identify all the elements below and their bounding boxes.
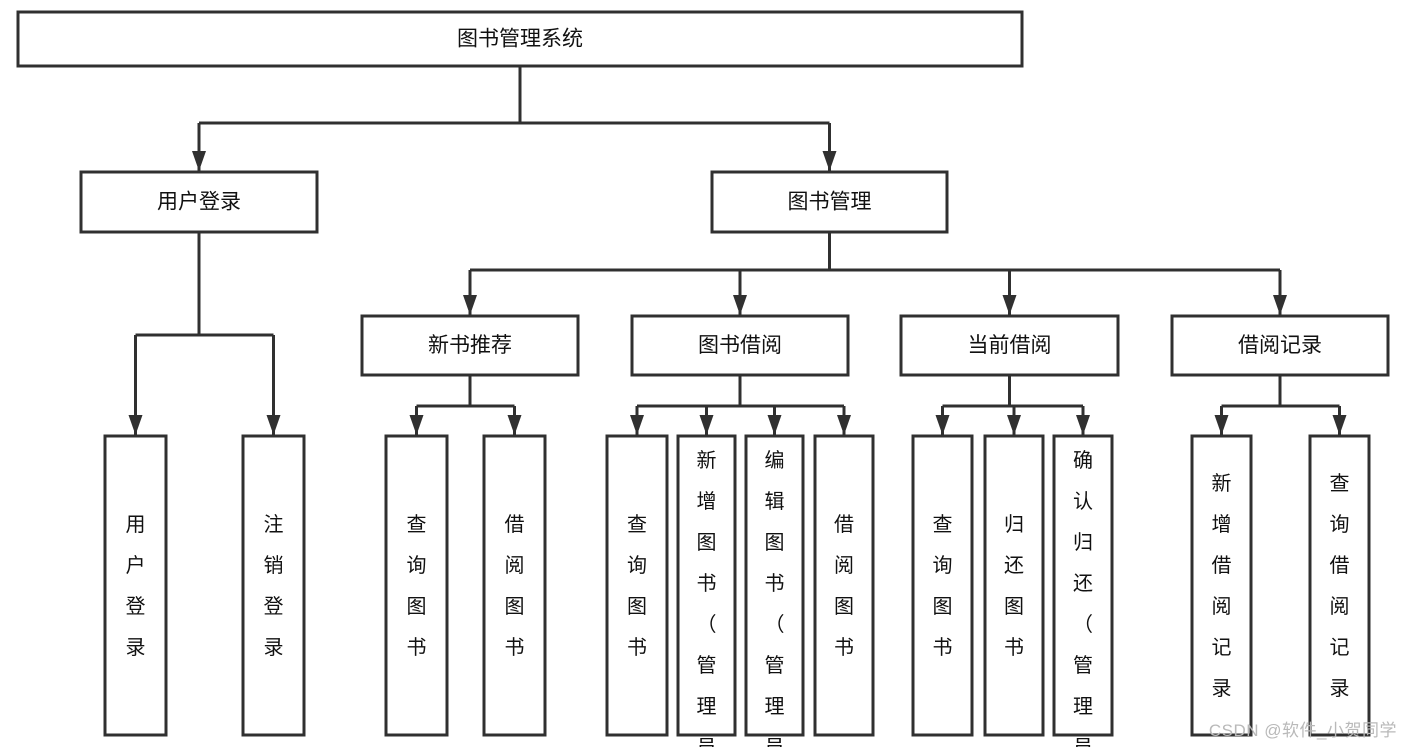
node-label: 新增借阅记录	[1212, 472, 1232, 700]
node-box[interactable]	[482, 434, 547, 737]
node-layer: 图书管理系统用户登录图书管理新书推荐图书借阅当前借阅借阅记录用户登录注销登录查询…	[16, 10, 1390, 747]
node-label: 借阅图书	[834, 513, 854, 659]
node-box[interactable]	[744, 434, 805, 737]
node-new-book-recommend[interactable]: 新书推荐	[360, 314, 580, 377]
node-box[interactable]	[911, 434, 974, 737]
node-label: 新增图书（管理员）	[697, 449, 717, 747]
node-label: 查询图书	[933, 513, 953, 659]
arrow-head	[733, 295, 747, 315]
arrow-head	[507, 415, 522, 435]
arrow-head	[463, 295, 477, 315]
node-box[interactable]	[710, 170, 949, 234]
node-borrow-record[interactable]: 借阅记录	[1170, 314, 1390, 377]
node-leaf-query-borrow-record[interactable]: 查询借阅记录	[1308, 434, 1371, 737]
arrow-head	[266, 415, 281, 435]
node-leaf-confirm-return-admin[interactable]: 确认归还（管理员）	[1052, 434, 1114, 747]
edge-group-root	[192, 66, 837, 171]
node-leaf-query-book-3[interactable]: 查询图书	[911, 434, 974, 737]
arrow-head	[128, 415, 143, 435]
node-box[interactable]	[1308, 434, 1371, 737]
node-book-borrow[interactable]: 图书借阅	[630, 314, 850, 377]
node-box[interactable]	[16, 10, 1024, 68]
arrow-head	[630, 415, 644, 435]
node-user-login[interactable]: 用户登录	[79, 170, 319, 234]
node-box[interactable]	[813, 434, 875, 737]
node-book-management[interactable]: 图书管理	[710, 170, 949, 234]
node-box[interactable]	[384, 434, 449, 737]
node-leaf-user-logout[interactable]: 注销登录	[241, 434, 306, 737]
node-leaf-query-book-1[interactable]: 查询图书	[384, 434, 449, 737]
node-leaf-add-book-admin[interactable]: 新增图书（管理员）	[676, 434, 737, 747]
connector-layer	[128, 66, 1347, 435]
edge-group-book-borrow	[630, 375, 851, 435]
arrow-head	[935, 415, 950, 435]
edge-group-new-book-recommend	[409, 375, 522, 435]
node-label: 图书管理	[788, 191, 872, 214]
node-box[interactable]	[983, 434, 1045, 737]
edge-group-user-login	[128, 232, 281, 435]
node-box[interactable]	[1190, 434, 1253, 737]
node-leaf-borrow-book-1[interactable]: 借阅图书	[482, 434, 547, 737]
node-label: 用户登录	[126, 514, 146, 659]
node-box[interactable]	[79, 170, 319, 234]
node-root[interactable]: 图书管理系统	[16, 10, 1024, 68]
node-leaf-return-book[interactable]: 归还图书	[983, 434, 1045, 737]
arrow-head	[767, 415, 782, 435]
node-label: 编辑图书（管理员）	[765, 449, 785, 747]
node-label: 借阅图书	[505, 513, 525, 659]
node-label: 注销登录	[264, 513, 284, 659]
node-label: 查询图书	[407, 513, 427, 659]
node-label: 查询借阅记录	[1330, 472, 1350, 700]
node-box[interactable]	[676, 434, 737, 737]
node-leaf-borrow-book-2[interactable]: 借阅图书	[813, 434, 875, 737]
arrow-head	[1007, 415, 1021, 435]
node-label: 查询图书	[627, 513, 647, 659]
node-box[interactable]	[241, 434, 306, 737]
arrow-head	[837, 415, 851, 435]
node-label: 新书推荐	[428, 334, 512, 357]
arrow-head	[699, 415, 714, 435]
node-box[interactable]	[1170, 314, 1390, 377]
node-box[interactable]	[360, 314, 580, 377]
edge-group-borrow-record	[1214, 375, 1347, 435]
node-label: 借阅记录	[1238, 334, 1322, 357]
arrow-head	[1076, 415, 1090, 435]
arrow-head	[409, 415, 424, 435]
arrow-head	[822, 151, 837, 171]
node-label: 当前借阅	[968, 334, 1052, 357]
arrow-head	[1332, 415, 1347, 435]
node-leaf-user-login[interactable]: 用户登录	[103, 434, 168, 737]
node-leaf-edit-book-admin[interactable]: 编辑图书（管理员）	[744, 434, 805, 747]
arrow-head	[192, 151, 206, 171]
arrow-head	[1214, 415, 1229, 435]
node-box[interactable]	[899, 314, 1120, 377]
node-label: 归还图书	[1004, 513, 1024, 659]
arrow-head	[1002, 295, 1017, 315]
arrow-head	[1273, 295, 1287, 315]
node-label: 确认归还（管理员）	[1073, 449, 1093, 747]
edge-group-book-management	[463, 232, 1287, 315]
node-box[interactable]	[605, 434, 669, 737]
node-label: 图书借阅	[698, 334, 782, 357]
node-box[interactable]	[1052, 434, 1114, 737]
edge-group-current-borrow	[935, 375, 1090, 435]
node-box[interactable]	[630, 314, 850, 377]
node-current-borrow[interactable]: 当前借阅	[899, 314, 1120, 377]
node-leaf-add-borrow-record[interactable]: 新增借阅记录	[1190, 434, 1253, 737]
node-leaf-query-book-2[interactable]: 查询图书	[605, 434, 669, 737]
node-label: 图书管理系统	[457, 28, 583, 51]
node-box[interactable]	[103, 434, 168, 737]
node-label: 用户登录	[157, 191, 241, 214]
